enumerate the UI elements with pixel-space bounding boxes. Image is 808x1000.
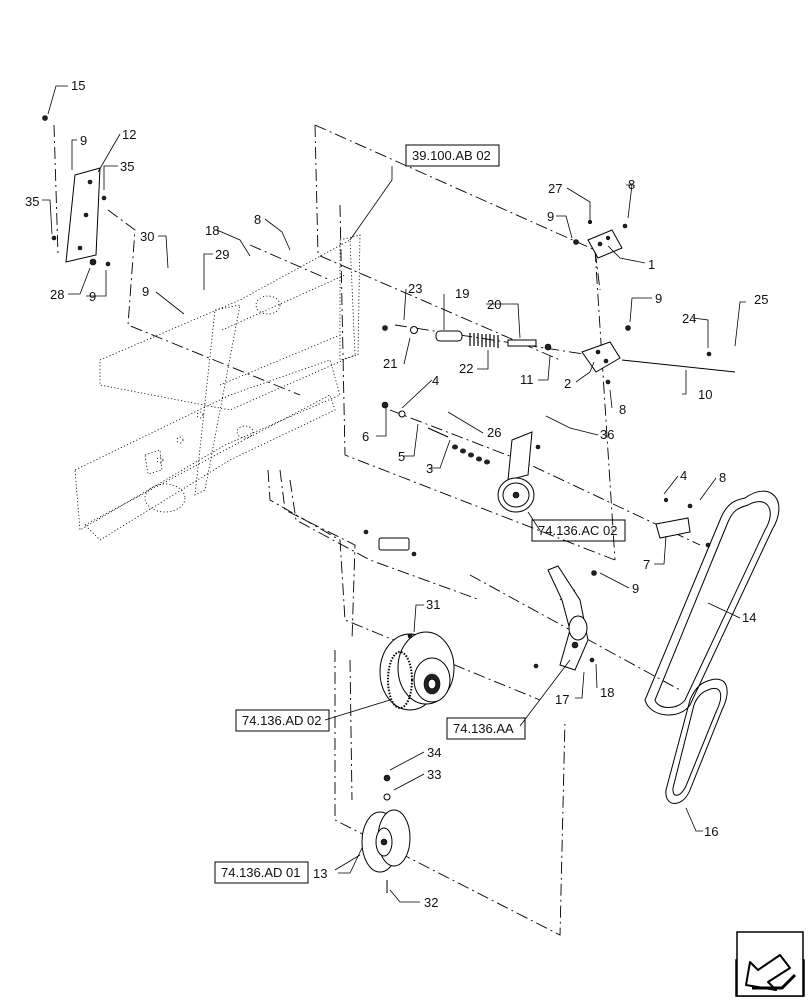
ref-74-136-ad-01: 74.136.AD 01 xyxy=(221,865,301,880)
back-arrow-icon[interactable] xyxy=(735,931,805,997)
callout-9: 9 xyxy=(655,291,662,306)
callout-2: 2 xyxy=(564,376,571,391)
reference-boxes: 39.100.AB 02 74.136.AC 02 74.136.AD 02 7… xyxy=(214,144,626,884)
callout-9: 9 xyxy=(80,133,87,148)
callout-8: 8 xyxy=(719,470,726,485)
leader-lines xyxy=(42,85,746,903)
spacer-7 xyxy=(655,497,711,548)
bracket-1 xyxy=(573,219,628,259)
callout-27: 27 xyxy=(548,181,562,196)
callout-4: 4 xyxy=(432,373,439,388)
callout-29: 29 xyxy=(215,247,229,262)
callout-labels: 15 9 12 35 35 28 9 30 18 29 8 9 23 19 20… xyxy=(25,78,768,910)
callout-30: 30 xyxy=(140,229,154,244)
drive-pulley-upper xyxy=(379,631,455,711)
callout-8: 8 xyxy=(619,402,626,417)
frame-assembly xyxy=(74,234,361,541)
callout-11: 11 xyxy=(520,372,534,387)
callout-22: 22 xyxy=(459,361,473,376)
callout-35: 35 xyxy=(120,159,134,174)
lever-assembly xyxy=(363,529,597,671)
idler-pulley xyxy=(497,431,541,513)
callout-5: 5 xyxy=(398,449,405,464)
callout-4: 4 xyxy=(680,468,687,483)
ref-74-136-aa: 74.136.AA xyxy=(453,721,514,736)
callout-9: 9 xyxy=(632,581,639,596)
callout-8: 8 xyxy=(254,212,261,227)
callout-33: 33 xyxy=(427,767,441,782)
callout-9: 9 xyxy=(142,284,149,299)
tensioner-assembly xyxy=(382,325,736,385)
callout-26: 26 xyxy=(487,425,501,440)
callout-31: 31 xyxy=(426,597,440,612)
bracket-12 xyxy=(42,115,111,267)
callout-15: 15 xyxy=(71,78,85,93)
belts xyxy=(644,490,780,804)
callout-23: 23 xyxy=(408,281,422,296)
callout-9: 9 xyxy=(547,209,554,224)
callout-10: 10 xyxy=(698,387,712,402)
callout-28: 28 xyxy=(50,287,64,302)
callout-7: 7 xyxy=(643,557,650,572)
callout-18: 18 xyxy=(600,685,614,700)
callout-16: 16 xyxy=(704,824,718,839)
callout-24: 24 xyxy=(682,311,696,326)
callout-19: 19 xyxy=(455,286,469,301)
callout-1: 1 xyxy=(648,257,655,272)
idler-hardware xyxy=(381,401,490,465)
callout-36: 36 xyxy=(600,427,614,442)
callout-20: 20 xyxy=(487,297,501,312)
callout-32: 32 xyxy=(424,895,438,910)
callout-18: 18 xyxy=(205,223,219,238)
callout-3: 3 xyxy=(426,461,433,476)
callout-9: 9 xyxy=(89,289,96,304)
callout-34: 34 xyxy=(427,745,441,760)
callout-14: 14 xyxy=(742,610,756,625)
callout-35: 35 xyxy=(25,194,39,209)
callout-6: 6 xyxy=(362,429,369,444)
callout-17: 17 xyxy=(555,692,569,707)
callout-21: 21 xyxy=(383,356,397,371)
callout-12: 12 xyxy=(122,127,136,142)
callout-13: 13 xyxy=(313,866,327,881)
drive-pulley-lower xyxy=(361,774,411,893)
ref-74-136-ac-02: 74.136.AC 02 xyxy=(538,523,618,538)
callout-25: 25 xyxy=(754,292,768,307)
ref-74-136-ad-02: 74.136.AD 02 xyxy=(242,713,322,728)
callout-8: 8 xyxy=(628,177,635,192)
ref-39-100-ab-02: 39.100.AB 02 xyxy=(412,148,491,163)
